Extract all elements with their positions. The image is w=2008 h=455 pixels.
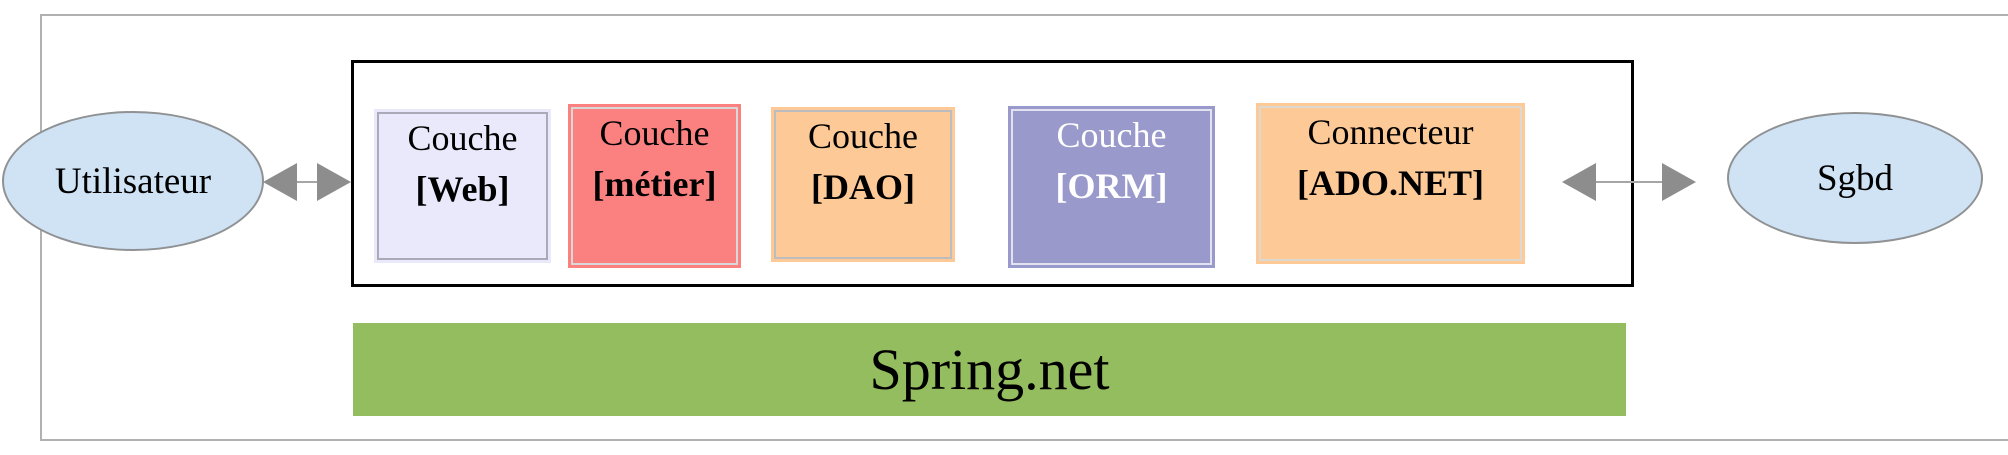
layer-couche-orm: Couche [ORM] xyxy=(1008,106,1215,268)
layer-couche-metier: Couche [métier] xyxy=(568,104,741,268)
layer-subtitle: [métier] xyxy=(592,164,717,204)
framework-bar-springnet: Spring.net xyxy=(353,323,1626,416)
layer-title: Couche xyxy=(407,118,518,158)
layer-label: Couche [DAO] xyxy=(771,111,955,213)
layer-subtitle: [DAO] xyxy=(811,167,915,207)
layer-couche-dao: Couche [DAO] xyxy=(771,107,955,262)
layer-label: Couche [métier] xyxy=(568,108,741,210)
layer-subtitle: [ADO.NET] xyxy=(1297,163,1484,203)
layer-title: Connecteur xyxy=(1307,112,1474,152)
framework-bar-label: Spring.net xyxy=(869,337,1110,402)
layer-label: Couche [Web] xyxy=(374,113,551,215)
layer-title: Couche xyxy=(808,116,918,156)
actor-sgbd: Sgbd xyxy=(1727,112,1983,244)
actor-sgbd-label: Sgbd xyxy=(1816,157,1894,199)
double-arrow-layers-to-sgbd-icon xyxy=(1562,163,1696,201)
layer-couche-web: Couche [Web] xyxy=(374,109,551,263)
layer-connecteur-adonet: Connecteur [ADO.NET] xyxy=(1256,103,1525,264)
layer-label: Couche [ORM] xyxy=(1008,110,1215,212)
layer-label: Connecteur [ADO.NET] xyxy=(1256,107,1525,209)
layer-subtitle: [Web] xyxy=(415,169,510,209)
actor-utilisateur-label: Utilisateur xyxy=(54,160,212,202)
layer-title: Couche xyxy=(1056,115,1167,155)
double-arrow-user-to-layers-icon xyxy=(263,163,351,201)
actor-utilisateur: Utilisateur xyxy=(2,111,264,251)
layer-title: Couche xyxy=(599,113,710,153)
layer-subtitle: [ORM] xyxy=(1055,166,1168,206)
